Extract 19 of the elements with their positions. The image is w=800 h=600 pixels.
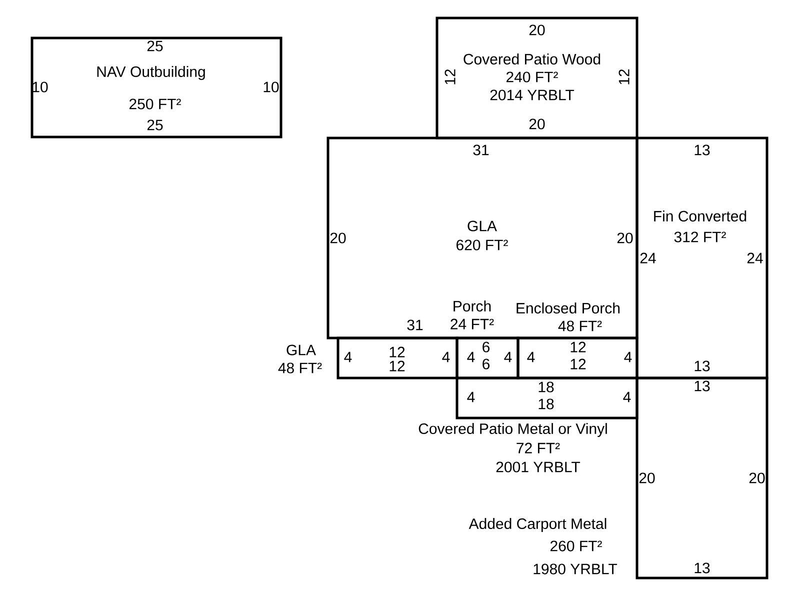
- room-outline: 25 NAV Outbuilding 10 10 250 FT² 25: [30, 36, 282, 138]
- node-label: 1980 YRBLT: [534, 564, 618, 574]
- room-label: 24 FT²: [450, 318, 494, 330]
- node-label: 2001 YRBLT: [496, 462, 580, 472]
- node-label: 260 FT²: [550, 540, 602, 552]
- node-label: Covered Patio Metal or Vinyl: [418, 423, 607, 437]
- room-label: Porch: [454, 300, 491, 312]
- node-label: 48 FT²: [278, 362, 322, 374]
- room-label: 48 FT²: [558, 320, 602, 332]
- room-outline: 4 12 4 12: [516, 336, 638, 380]
- room-outline: 20 Covered Patio Wood 240 FT² 2014 YRBLT 12 12 20: [436, 16, 638, 140]
- room-outline: 4 18 4 18 Covered Patio Metal or Vinyl 72 FT² 2001 YRBLT: [418, 376, 638, 472]
- room-label: Enclosed Porch: [516, 302, 620, 314]
- room-outline: 4 6 4 6: [456, 336, 520, 380]
- room-outline: 13 Fin Converted 312 FT² 24 24 13: [636, 136, 768, 380]
- node-label: GLA: [286, 344, 316, 356]
- node-label: 72 FT²: [516, 442, 560, 454]
- room-outline: GLA 4 12 4 48 FT² 12: [278, 336, 458, 380]
- node-label: Added Carport Metal: [468, 518, 606, 532]
